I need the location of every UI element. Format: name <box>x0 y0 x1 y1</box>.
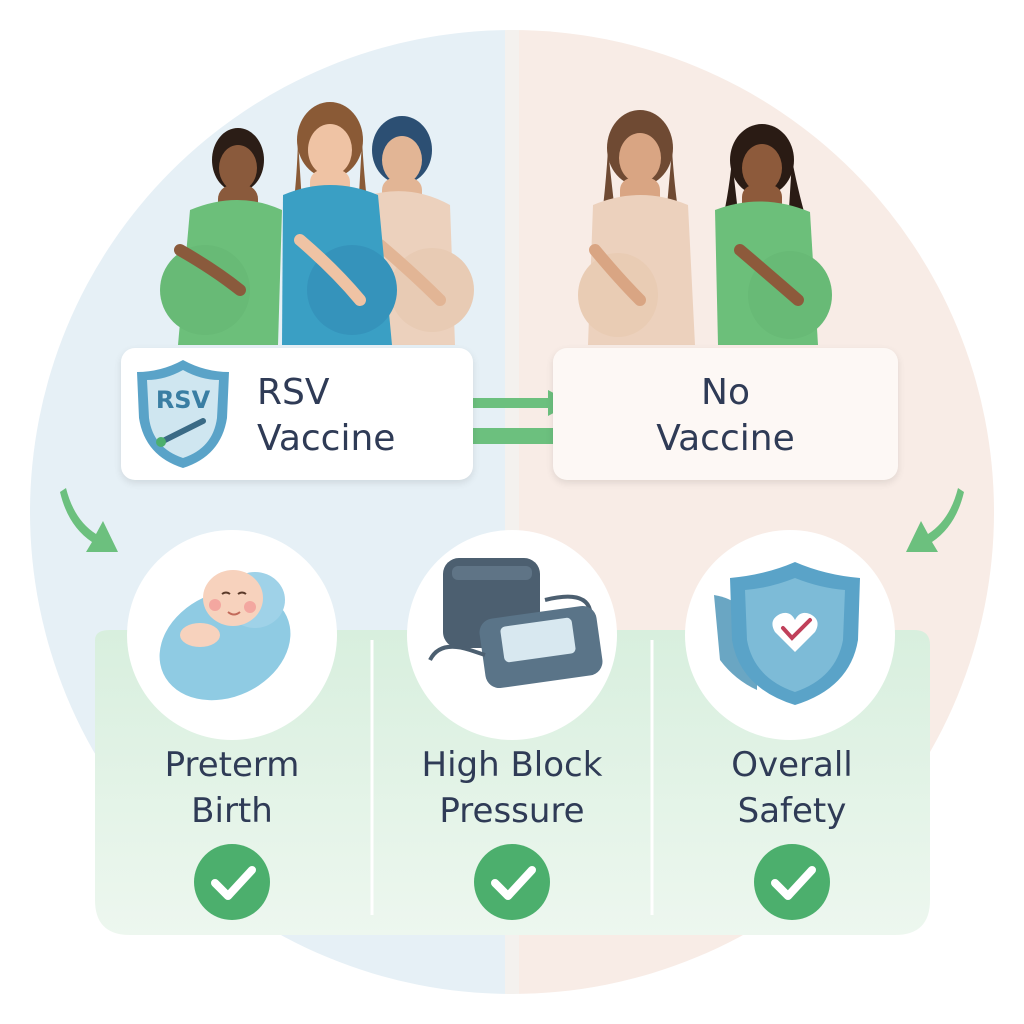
blood-pressure-monitor-icon <box>428 558 603 689</box>
right-down-arrow-icon <box>906 488 964 552</box>
outcome-title-high-blood-pressure: High Block Pressure <box>382 742 642 834</box>
svg-text:RSV: RSV <box>156 386 211 414</box>
left-down-arrow-icon <box>60 488 118 552</box>
vaccinated-women-illustration <box>160 102 474 345</box>
outcome-title-line: Safety <box>737 791 847 831</box>
no-vaccine-group-label: No Vaccine <box>553 348 898 480</box>
outcome-title-line: Preterm <box>164 745 300 785</box>
rsv-shield-icon: RSV <box>137 360 229 468</box>
outcome-title-line: Overall <box>731 745 853 785</box>
no-vaccine-label-line1: No <box>701 372 750 413</box>
check-badge <box>474 844 550 920</box>
outcome-title-line: Pressure <box>439 791 585 831</box>
safety-shield-heart-icon <box>714 562 860 705</box>
swap-arrows-icon <box>440 390 588 454</box>
check-badge <box>754 844 830 920</box>
no-vaccine-label-line2: Vaccine <box>656 418 795 459</box>
outcome-title-overall-safety: Overall Safety <box>662 742 922 834</box>
swaddled-baby-icon <box>159 570 291 701</box>
unvaccinated-women-illustration <box>578 110 832 345</box>
vaccine-label-line1: RSV <box>257 372 330 413</box>
check-badge <box>194 844 270 920</box>
vaccine-group-label: RSV RSV Vaccine <box>121 348 473 480</box>
outcome-title-line: High Block <box>421 745 603 785</box>
outcome-title-preterm-birth: Preterm Birth <box>102 742 362 834</box>
vaccine-label-line2: Vaccine <box>257 418 396 459</box>
outcome-title-line: Birth <box>191 791 273 831</box>
